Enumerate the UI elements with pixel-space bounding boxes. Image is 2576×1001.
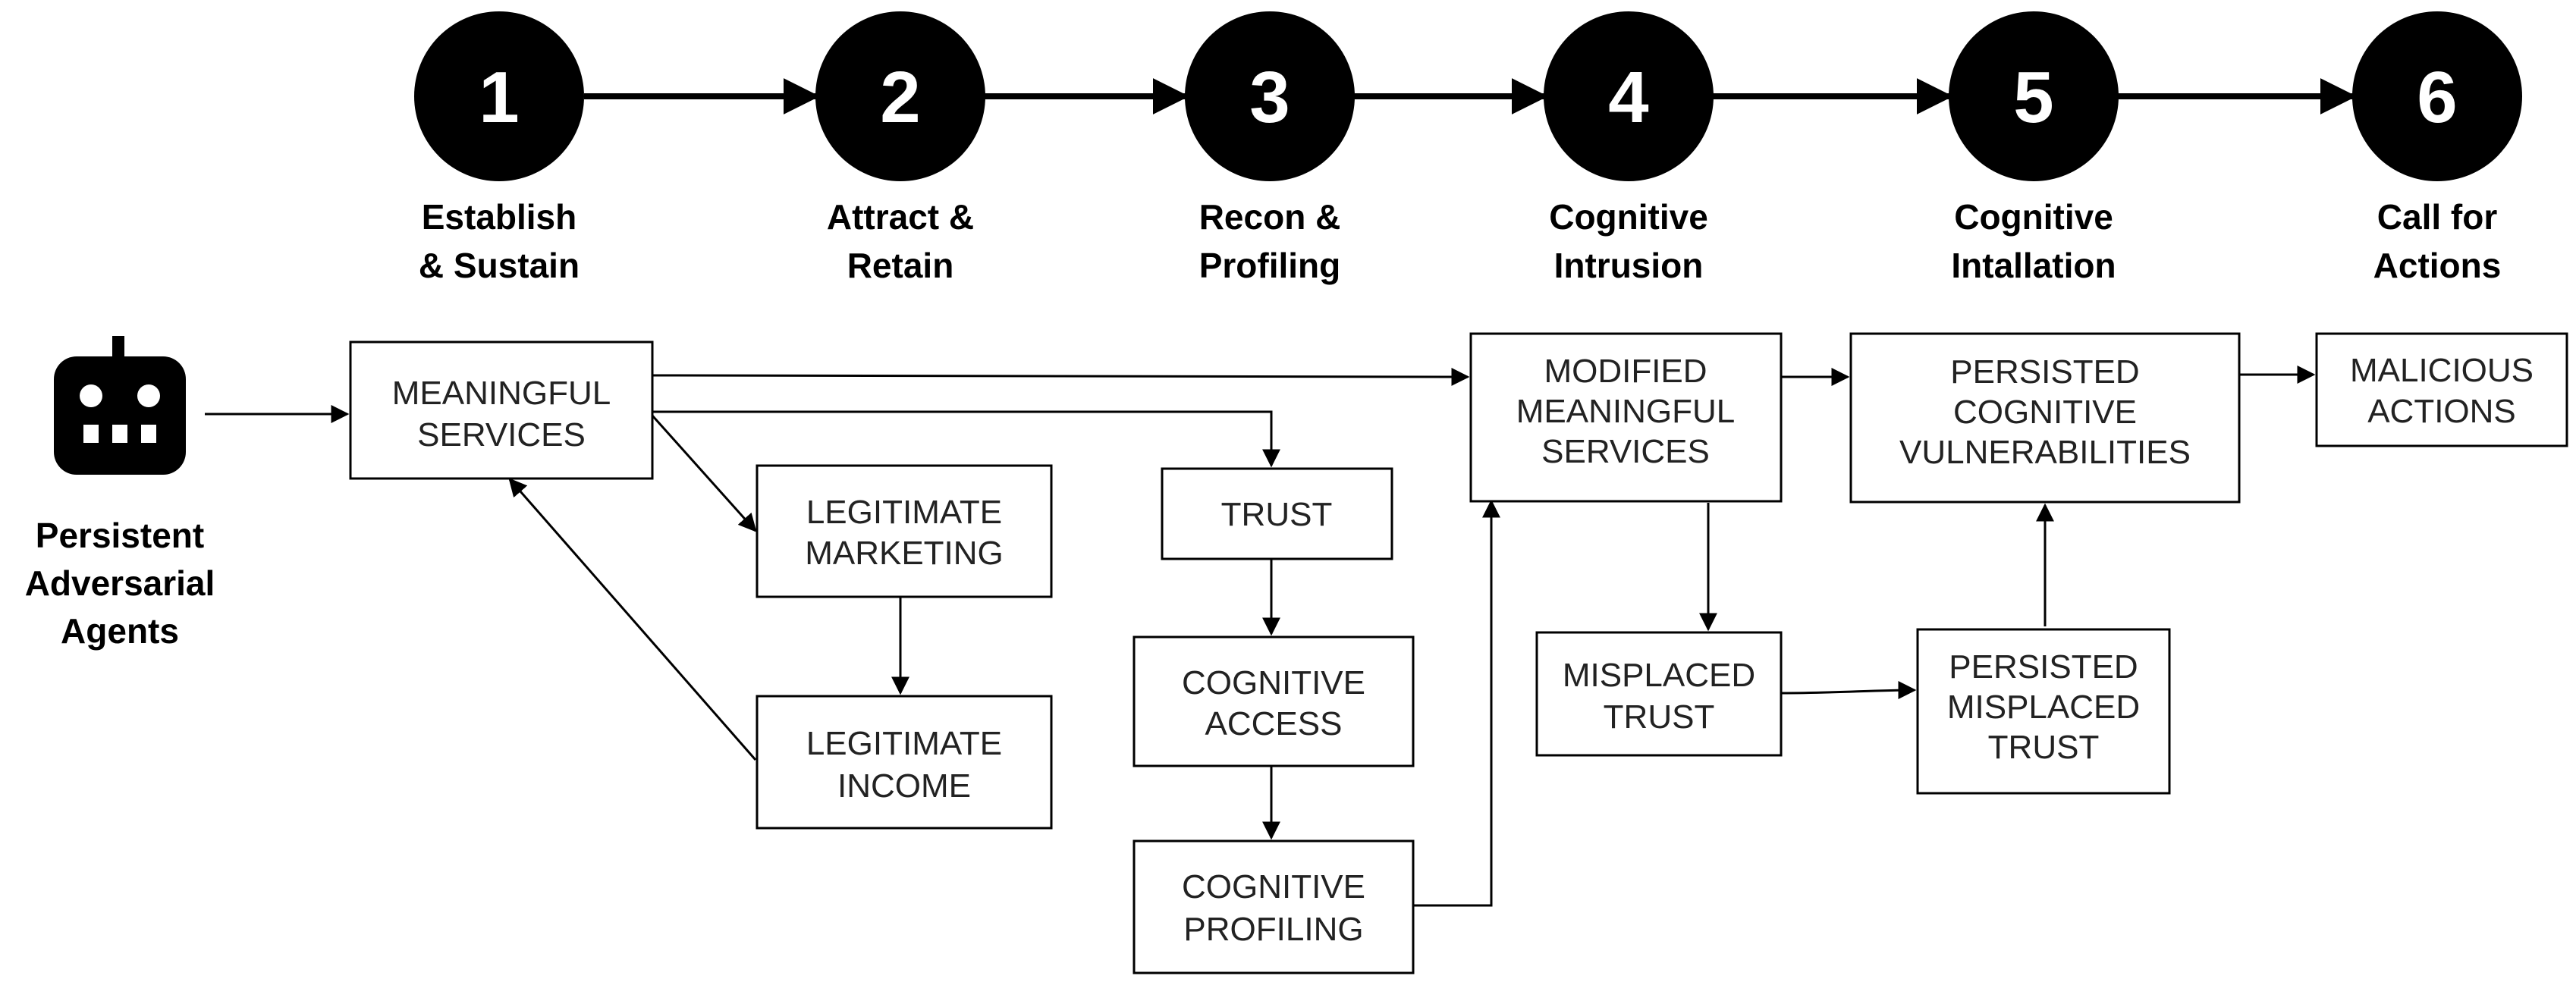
step-1-label-line-2: & Sustain <box>419 246 580 285</box>
step-4-label-line-2: Intrusion <box>1554 246 1704 285</box>
box-vulnerabilities-line-2: COGNITIVE <box>1953 394 2137 431</box>
box-legitimate-income-line-1: LEGITIMATE <box>806 725 1002 762</box>
box-legitimate-marketing: LEGITIMATE MARKETING <box>756 464 1053 598</box>
box-modified-line-1: MODIFIED <box>1544 353 1707 390</box>
edge-meaningful-to-marketing <box>651 414 757 532</box>
step-6: 6 Call for Actions <box>2352 11 2522 285</box>
box-modified-line-2: MEANINGFUL <box>1516 393 1735 430</box>
step-1-number: 1 <box>479 57 519 138</box>
step-3-circle <box>1185 11 1355 181</box>
step-2-circle <box>815 11 985 181</box>
edge-profiling-to-modified <box>1413 499 1500 907</box>
box-meaningful-services: MEANINGFUL SERVICES <box>349 340 654 480</box>
adversarial-agent: Persistent Adversarial Agents <box>25 336 215 651</box>
agent-label-line-3: Agents <box>61 611 179 651</box>
box-misplaced-trust: MISPLACED TRUST <box>1535 631 1783 757</box>
step-4: 4 Cognitive Intrusion <box>1544 11 1714 285</box>
box-legitimate-marketing-line-1: LEGITIMATE <box>806 494 1002 531</box>
step-3-number: 3 <box>1249 57 1290 138</box>
box-modified-meaningful-services: MODIFIED MEANINGFUL SERVICES <box>1469 332 1783 503</box>
step-1-circle <box>414 11 584 181</box>
box-legitimate-income-line-2: INCOME <box>837 767 971 805</box>
edge-misplaced-to-persisted-misplaced <box>1780 681 1917 700</box>
step-2: 2 Attract & Retain <box>815 11 985 285</box>
box-persisted-cognitive-vulnerabilities: PERSISTED COGNITIVE VULNERABILITIES <box>1849 332 2241 504</box>
edges <box>205 366 2316 907</box>
box-legitimate-marketing-line-2: MARKETING <box>805 535 1004 572</box>
box-cognitive-profiling: COGNITIVE PROFILING <box>1132 839 1415 974</box>
step-6-number: 6 <box>2417 57 2457 138</box>
box-persisted-misplaced-line-3: TRUST <box>1988 729 2100 766</box>
step-4-circle <box>1544 11 1714 181</box>
step-2-label-line-2: Retain <box>847 246 954 285</box>
step-3-label-line-1: Recon & <box>1199 197 1341 237</box>
step-5-number: 5 <box>2013 57 2053 138</box>
box-misplaced-trust-line-2: TRUST <box>1604 698 1715 736</box>
box-meaningful-services-line-1: MEANINGFUL <box>392 375 611 412</box>
agent-label-line-1: Persistent <box>36 516 204 555</box>
step-3-label-line-2: Profiling <box>1199 246 1341 285</box>
edge-meaningful-to-modified <box>652 367 1470 386</box>
step-1: 1 Establish & Sustain <box>414 11 584 285</box>
box-vulnerabilities-line-1: PERSISTED <box>1950 353 2139 391</box>
step-5-label-line-1: Cognitive <box>1954 197 2113 237</box>
step-5-circle <box>1949 11 2119 181</box>
step-2-label-line-1: Attract & <box>827 197 974 237</box>
step-6-circle <box>2352 11 2522 181</box>
box-cognitive-access-line-1: COGNITIVE <box>1182 664 1365 701</box>
step-4-number: 4 <box>1608 57 1648 138</box>
step-timeline: 1 Establish & Sustain 2 Attract & Retain… <box>414 11 2522 285</box>
box-malicious-actions: MALICIOUS ACTIONS <box>2315 332 2568 447</box>
box-vulnerabilities-line-3: VULNERABILITIES <box>1899 434 2191 471</box>
box-trust-line-1: TRUST <box>1221 496 1333 533</box>
box-trust: TRUST <box>1161 467 1393 560</box>
box-cognitive-access: COGNITIVE ACCESS <box>1132 635 1415 767</box>
box-persisted-misplaced-line-2: MISPLACED <box>1947 689 2140 726</box>
step-2-number: 2 <box>880 57 920 138</box>
box-persisted-misplaced-trust: PERSISTED MISPLACED TRUST <box>1916 628 2171 795</box>
box-meaningful-services-line-2: SERVICES <box>417 416 586 453</box>
step-5-label-line-2: Intallation <box>1951 246 2116 285</box>
box-legitimate-income: LEGITIMATE INCOME <box>756 695 1053 830</box>
box-cognitive-profiling-line-1: COGNITIVE <box>1182 868 1365 905</box>
edge-meaningful-to-trust <box>652 410 1280 468</box>
robot-icon <box>54 336 186 475</box>
box-malicious-actions-line-1: MALICIOUS <box>2350 352 2534 389</box>
edge-income-to-meaningful <box>508 478 757 761</box>
step-5: 5 Cognitive Intallation <box>1949 11 2119 285</box>
box-cognitive-access-line-2: ACCESS <box>1205 705 1343 742</box>
step-6-label-line-1: Call for <box>2377 197 2498 237</box>
step-4-label-line-1: Cognitive <box>1549 197 1708 237</box>
box-misplaced-trust-line-1: MISPLACED <box>1563 657 1755 694</box>
step-3: 3 Recon & Profiling <box>1185 11 1355 285</box>
agent-label-line-2: Adversarial <box>25 563 215 603</box>
step-1-label-line-1: Establish <box>422 197 577 237</box>
box-malicious-actions-line-2: ACTIONS <box>2367 393 2516 430</box>
box-modified-line-3: SERVICES <box>1541 433 1710 470</box>
box-persisted-misplaced-line-1: PERSISTED <box>1949 648 2138 686</box>
box-cognitive-profiling-line-2: PROFILING <box>1183 911 1363 948</box>
step-6-label-line-2: Actions <box>2373 246 2502 285</box>
